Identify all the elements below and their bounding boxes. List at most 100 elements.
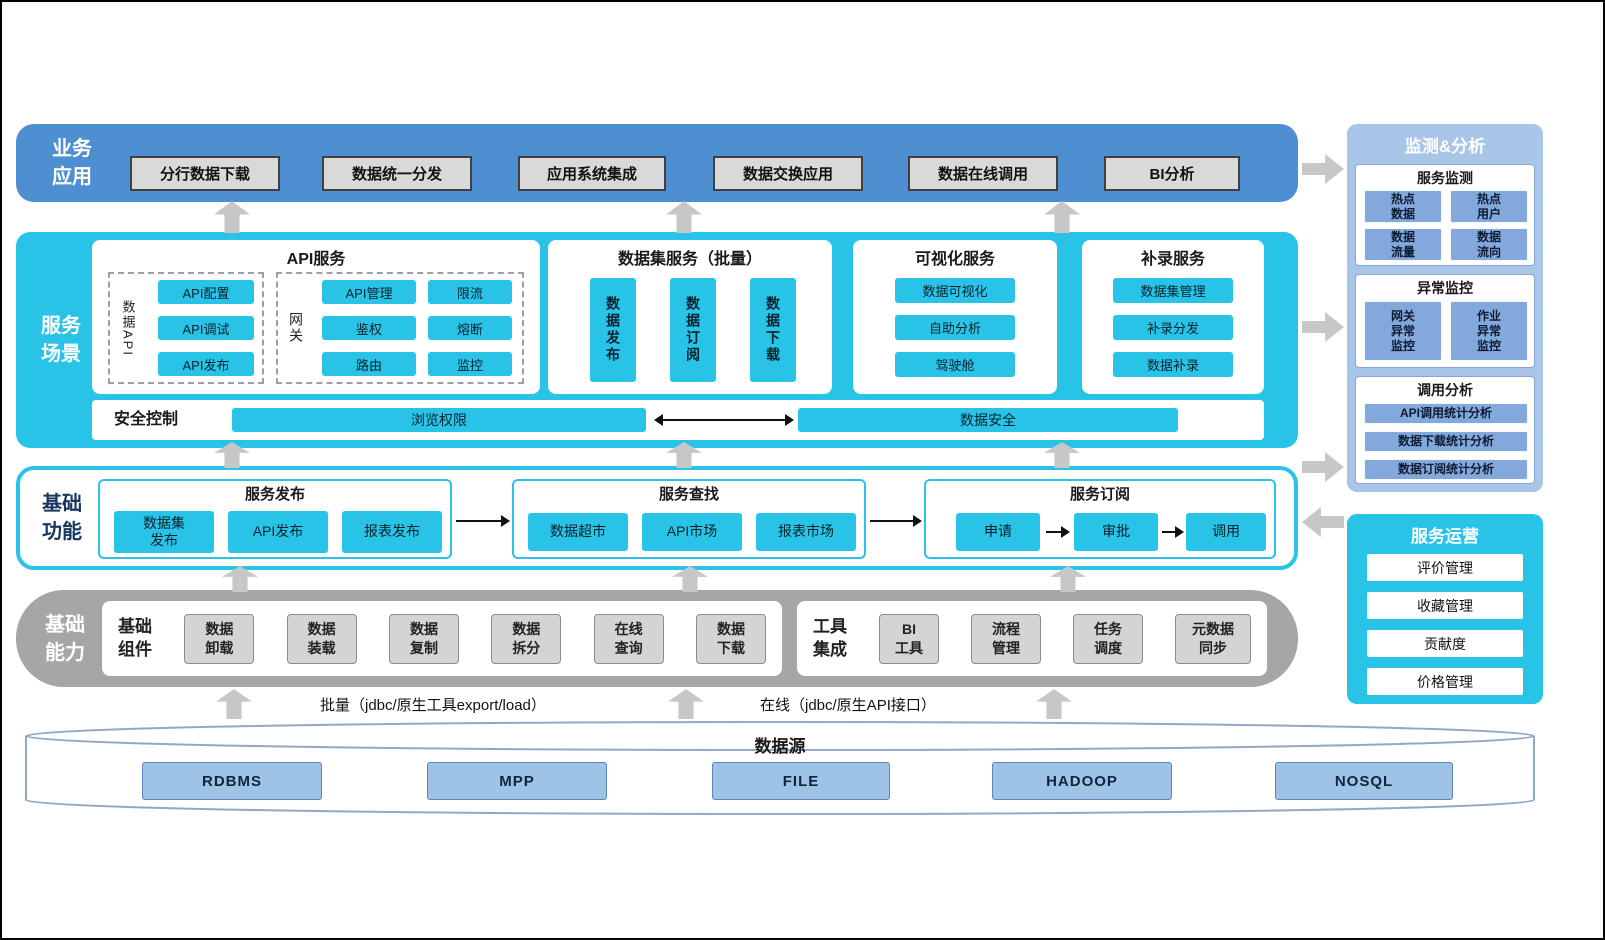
data-visualization-button[interactable]: 数据可视化 — [895, 278, 1015, 303]
gateway-rate-limit-button[interactable]: 限流 — [428, 280, 512, 304]
approve-button[interactable]: 审批 — [1074, 513, 1158, 551]
evaluation-manage-button[interactable]: 评价管理 — [1367, 554, 1523, 581]
service-subscribe-box: 服务订阅 申请 审批 调用 — [924, 479, 1276, 559]
exception-monitor-box: 异常监控 网关 异常 监控 作业 异常 监控 — [1355, 274, 1535, 368]
service-search-box: 服务查找 数据超市 API市场 报表市场 — [512, 479, 866, 559]
api-config-button[interactable]: API配置 — [158, 280, 254, 304]
left-arrow-icon — [1302, 507, 1344, 537]
api-market-button[interactable]: API市场 — [642, 513, 742, 551]
dataset-manage-button[interactable]: 数据集管理 — [1113, 278, 1233, 303]
online-query-button[interactable]: 在线 查询 — [593, 613, 664, 664]
supplement-service-box: 补录服务 数据集管理 补录分发 数据补录 — [1082, 240, 1264, 394]
report-publish-button[interactable]: 报表发布 — [342, 511, 442, 553]
dataset-service-title: 数据集服务（批量） — [617, 251, 762, 268]
business-app-online-call[interactable]: 数据在线调用 — [908, 156, 1058, 191]
business-app-system-integration[interactable]: 应用系统集成 — [518, 156, 666, 191]
datasource-cylinder: 数据源 RDBMS MPP FILE HADOOP NOSQL — [24, 720, 1536, 818]
layer-basic-functions: 基础 功能 服务发布 数据集 发布 API发布 报表发布 服务查找 数据超市 A… — [16, 466, 1298, 570]
data-split-button[interactable]: 数据 拆分 — [491, 613, 562, 664]
service-publish-title: 服务发布 — [244, 486, 305, 503]
exception-monitor-title: 异常监控 — [1417, 280, 1473, 296]
up-arrow-icon — [1044, 201, 1080, 233]
apply-to-approve-arrow-icon — [1046, 526, 1070, 538]
supplement-distribute-button[interactable]: 补录分发 — [1113, 315, 1233, 340]
data-api-group: 数据API API配置 API调试 API发布 — [108, 272, 264, 384]
hot-data-button[interactable]: 热点 数据 — [1364, 190, 1442, 223]
data-download-button[interactable]: 数据 下载 — [695, 613, 766, 664]
apply-button[interactable]: 申请 — [956, 513, 1040, 551]
tool-integration-box: 工具 集成 BI 工具 流程 管理 任务 调度 元数据 同步 — [797, 601, 1267, 676]
call-analysis-title: 调用分析 — [1417, 382, 1473, 398]
api-publish-button[interactable]: API发布 — [158, 352, 254, 376]
business-app-unified-distribution[interactable]: 数据统一分发 — [322, 156, 472, 191]
online-flow-label: 在线（jdbc/原生API接口） — [760, 697, 936, 714]
scene-layer-label: 服务 场景 — [41, 315, 81, 365]
call-button[interactable]: 调用 — [1186, 513, 1266, 551]
data-load-button[interactable]: 数据 装载 — [286, 613, 357, 664]
price-manage-button[interactable]: 价格管理 — [1367, 668, 1523, 695]
data-unload-button[interactable]: 数据 卸载 — [184, 613, 255, 664]
tool-integration-label: 工具 集成 — [813, 617, 847, 659]
call-analysis-box: 调用分析 API调用统计分析 数据下载统计分析 数据订阅统计分析 — [1355, 376, 1535, 484]
subscribe-stats-button[interactable]: 数据订阅统计分析 — [1364, 459, 1528, 480]
gateway-api-manage-button[interactable]: API管理 — [322, 280, 416, 304]
api-call-stats-button[interactable]: API调用统计分析 — [1364, 403, 1528, 424]
up-arrow-icon — [1036, 689, 1072, 719]
business-app-branch-download[interactable]: 分行数据下载 — [130, 156, 280, 191]
data-copy-button[interactable]: 数据 复制 — [388, 613, 459, 664]
mpp-button[interactable]: MPP — [427, 762, 607, 800]
service-monitor-box: 服务监测 热点 数据 热点 用户 数据 流量 数据 流向 — [1355, 164, 1535, 266]
api-publish-func-button[interactable]: API发布 — [228, 511, 328, 553]
gateway-exception-button[interactable]: 网关 异常 监控 — [1364, 301, 1442, 361]
layer-business-apps: 业务 应用 分行数据下载 数据统一分发 应用系统集成 数据交换应用 数据在线调用… — [16, 124, 1298, 202]
layer-basic-capability: 基础 能力 基础 组件 数据 卸载 数据 装载 数据 复制 数据 拆分 在线 查… — [16, 590, 1298, 687]
bi-tool-button[interactable]: BI 工具 — [879, 613, 939, 664]
data-api-label: 数据API — [120, 299, 136, 357]
metadata-sync-button[interactable]: 元数据 同步 — [1175, 613, 1251, 664]
monitor-panel-title: 监测&分析 — [1404, 137, 1486, 156]
data-traffic-button[interactable]: 数据 流量 — [1364, 228, 1442, 261]
hot-user-button[interactable]: 热点 用户 — [1450, 190, 1528, 223]
security-control-title: 安全控制 — [114, 411, 179, 428]
report-market-button[interactable]: 报表市场 — [756, 513, 856, 551]
publish-to-search-arrow-icon — [456, 515, 510, 527]
rdbms-button[interactable]: RDBMS — [142, 762, 322, 800]
gateway-circuit-break-button[interactable]: 熔断 — [428, 316, 512, 340]
job-exception-button[interactable]: 作业 异常 监控 — [1450, 301, 1528, 361]
business-app-data-exchange[interactable]: 数据交换应用 — [713, 156, 863, 191]
up-arrow-icon — [214, 201, 250, 233]
data-supplement-button[interactable]: 数据补录 — [1113, 352, 1233, 377]
data-download-bar[interactable]: 数据下载 — [750, 278, 796, 382]
favorite-manage-button[interactable]: 收藏管理 — [1367, 592, 1523, 619]
gateway-route-button[interactable]: 路由 — [322, 352, 416, 376]
dashboard-button[interactable]: 驾驶舱 — [895, 352, 1015, 377]
data-publish-bar[interactable]: 数据发布 — [590, 278, 636, 382]
visual-service-box: 可视化服务 数据可视化 自助分析 驾驶舱 — [853, 240, 1057, 394]
dataset-publish-button[interactable]: 数据集 发布 — [114, 511, 214, 553]
api-debug-button[interactable]: API调试 — [158, 316, 254, 340]
data-subscribe-bar[interactable]: 数据订阅 — [670, 278, 716, 382]
download-stats-button[interactable]: 数据下载统计分析 — [1364, 431, 1528, 452]
nosql-button[interactable]: NOSQL — [1275, 762, 1453, 800]
service-monitor-title: 服务监测 — [1417, 170, 1473, 186]
business-layer-label: 业务 应用 — [52, 138, 92, 188]
functions-layer-label: 基础 功能 — [42, 493, 82, 543]
contribution-button[interactable]: 贡献度 — [1367, 630, 1523, 657]
task-schedule-button[interactable]: 任务 调度 — [1073, 613, 1143, 664]
gateway-monitor-button[interactable]: 监控 — [428, 352, 512, 376]
data-market-button[interactable]: 数据超市 — [528, 513, 628, 551]
service-publish-box: 服务发布 数据集 发布 API发布 报表发布 — [98, 479, 452, 559]
gateway-auth-button[interactable]: 鉴权 — [322, 316, 416, 340]
browse-permission-bar[interactable]: 浏览权限 — [232, 408, 646, 432]
file-button[interactable]: FILE — [712, 762, 890, 800]
process-manage-button[interactable]: 流程 管理 — [971, 613, 1041, 664]
data-security-bar[interactable]: 数据安全 — [798, 408, 1178, 432]
hadoop-button[interactable]: HADOOP — [992, 762, 1172, 800]
operation-panel-title: 服务运营 — [1411, 527, 1479, 546]
batch-flow-label: 批量（jdbc/原生工具export/load） — [320, 697, 546, 714]
dataset-service-box: 数据集服务（批量） 数据发布 数据订阅 数据下载 — [548, 240, 832, 394]
self-analysis-button[interactable]: 自助分析 — [895, 315, 1015, 340]
business-app-bi-analysis[interactable]: BI分析 — [1104, 156, 1240, 191]
data-flow-button[interactable]: 数据 流向 — [1450, 228, 1528, 261]
